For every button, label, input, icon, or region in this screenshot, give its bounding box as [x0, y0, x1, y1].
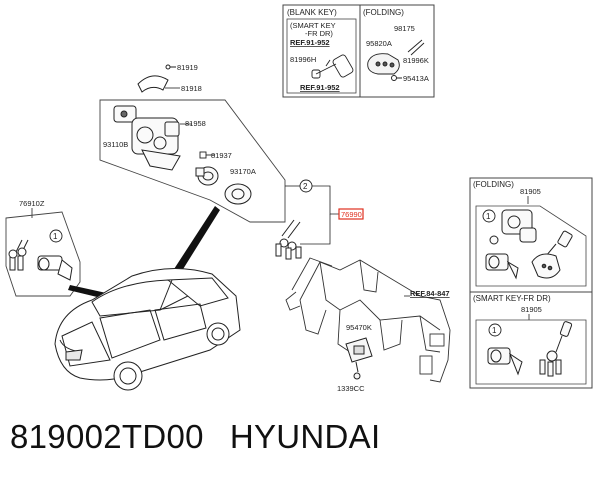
label-95470k: 95470K: [346, 323, 372, 332]
callout-1-left: 1: [53, 232, 58, 241]
module-95470k: [345, 337, 373, 380]
blank-key-box: (BLANK KEY) (SMART KEY -FR DR) REF.91-95…: [282, 4, 361, 98]
smart-key-box: (SMART KEY-FR DR) 81905 1: [469, 291, 593, 389]
key-set-center: [275, 219, 302, 260]
part-81905-smart: 81905: [521, 305, 542, 314]
cowl-crossbar: [285, 257, 451, 383]
key-lock-cylinder: [113, 105, 181, 171]
brand-caption: HYUNDAI: [229, 418, 381, 455]
key-blade-icon: [407, 39, 425, 56]
immobilizer-ring: [224, 183, 252, 205]
folding-right-title: (FOLDING): [473, 180, 514, 189]
folding-right-box: (FOLDING) 81905 1: [469, 177, 593, 293]
label-93170a: 93170A: [230, 167, 256, 176]
highlighted-part-number[interactable]: 76990: [341, 210, 362, 219]
part-95413a: 95413A: [403, 74, 429, 83]
caption: 819002TD00 HYUNDAI: [10, 418, 590, 468]
label-1339cc: 1339CC: [337, 384, 365, 393]
callout-1-folding: 1: [486, 212, 491, 221]
folding-top-title: (FOLDING): [363, 8, 404, 17]
ignition-assembly: 81919 81918 81958 93110B 81937: [99, 63, 364, 245]
label-93110b: 93110B: [103, 140, 128, 149]
callout-1-smart: 1: [492, 326, 497, 335]
part-81996k: 81996K: [403, 56, 429, 65]
smart-key-title-2: -FR DR): [305, 29, 333, 38]
label-81937: 81937: [211, 151, 232, 160]
folding-top-box: (FOLDING) 98175 95820A 81996K 95413A: [359, 4, 435, 98]
part-81996h: 81996H: [290, 55, 316, 64]
smart-key-blade-icon: [311, 54, 354, 79]
folding-key-fob-icon: [367, 53, 400, 75]
ref-84-847: REF.84-847: [410, 289, 450, 298]
part-98175: 98175: [394, 24, 415, 33]
smart-key-title-1: (SMART KEY: [290, 21, 336, 30]
label-76910z: 76910Z: [19, 199, 45, 208]
car-illustration: [54, 268, 241, 391]
ref-91-952-bottom: REF.91-952: [300, 83, 340, 92]
part-81905-folding: 81905: [520, 187, 541, 196]
label-81918: 81918: [181, 84, 202, 93]
blank-key-title: (BLANK KEY): [287, 8, 337, 17]
part-95820a: 95820A: [366, 39, 392, 48]
smart-key-right-title: (SMART KEY-FR DR): [473, 294, 551, 303]
door-lock-assembly: 76910Z 1: [5, 199, 120, 302]
ref-91-952-top: REF.91-952: [290, 38, 330, 47]
label-81958: 81958: [185, 119, 206, 128]
label-81919: 81919: [177, 63, 198, 72]
callout-2: 2: [303, 182, 308, 191]
ignition-switch: [195, 166, 219, 186]
part-number-caption: 819002TD00: [10, 418, 204, 455]
screw-icon: [199, 151, 215, 159]
